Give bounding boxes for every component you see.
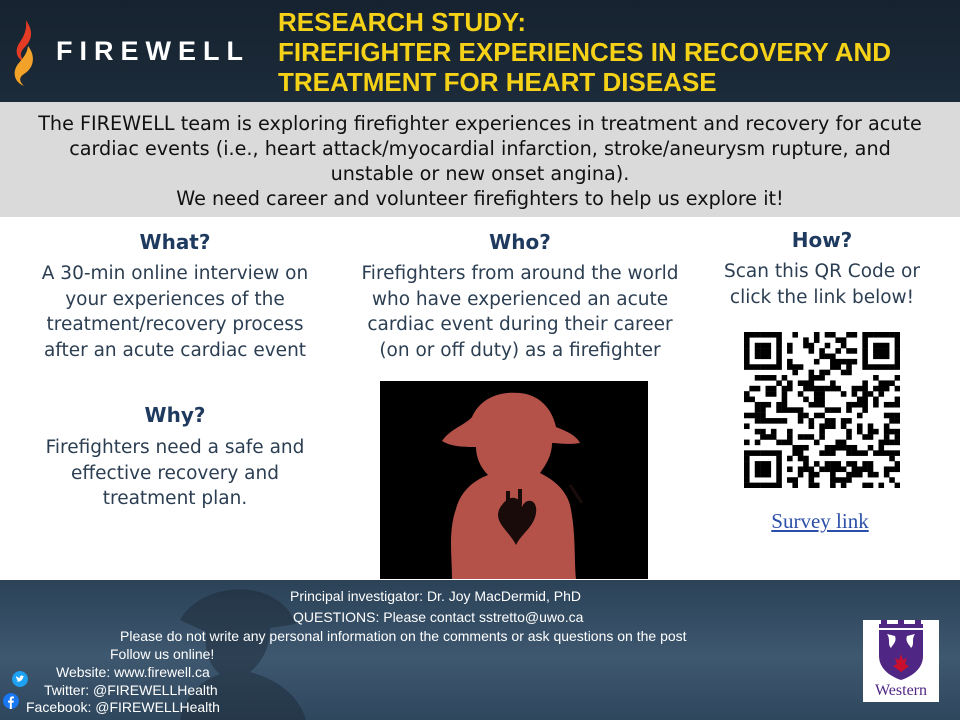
who-line: (on or off duty) as a firefighter	[379, 339, 661, 361]
who-line: Firefighters from around the world	[361, 263, 679, 284]
intro-line: The FIREWELL team is exploring firefight…	[38, 112, 922, 135]
western-wordmark: Western	[874, 682, 928, 699]
why-text: Firefighters need a safe and effective r…	[20, 435, 330, 512]
who-line: cardiac event during their career	[367, 314, 673, 335]
who-text: Firefighters from around the world who h…	[330, 261, 710, 363]
how-line: click the link below!	[729, 286, 915, 308]
firewell-logo-text: FIREWELL	[56, 36, 250, 66]
twitter-icon[interactable]	[12, 671, 28, 687]
how-text: Scan this QR Code or click the link belo…	[700, 259, 944, 310]
privacy-notice: Please do not write any personal informa…	[120, 628, 687, 644]
flame-logo-icon	[14, 20, 33, 86]
investigator-text: Principal investigator: Dr. Joy MacDermi…	[290, 588, 581, 604]
what-heading: What?	[139, 230, 211, 254]
title-line: FIREFIGHTER EXPERIENCES IN RECOVERY AND	[278, 37, 892, 67]
how-heading: How?	[791, 228, 853, 252]
intro-line: cardiac events (i.e., heart attack/myoca…	[69, 137, 891, 160]
western-crest-icon	[879, 620, 923, 680]
facebook-text: Facebook: @FIREWELLHealth	[26, 699, 220, 715]
facebook-icon[interactable]	[3, 693, 19, 709]
title-line: RESEARCH STUDY:	[278, 7, 526, 37]
firefighter-heart-image	[380, 381, 648, 579]
what-line: A 30-min online interview on	[41, 263, 309, 284]
intro-description: The FIREWELL team is exploring firefight…	[0, 102, 960, 217]
firefighter-silhouette-icon	[380, 381, 648, 579]
website-text: Website: www.firewell.ca	[56, 664, 210, 680]
western-university-logo: Western	[863, 620, 939, 702]
firefighter-background-icon	[180, 589, 306, 720]
twitter-text: Twitter: @FIREWELLHealth	[44, 682, 218, 698]
what-line: treatment/recovery process	[46, 314, 304, 335]
why-heading: Why?	[144, 403, 206, 427]
who-line: who have experienced an acute	[371, 288, 669, 310]
what-line: after an acute cardiac event	[43, 339, 307, 361]
header-banner: FIREWELL RESEARCH STUDY: FIREFIGHTER EXP…	[0, 0, 960, 102]
questions-text: QUESTIONS: Please contact sstretto@uwo.c…	[293, 609, 584, 625]
intro-line: unstable or new onset angina).	[330, 162, 630, 185]
why-line: treatment plan.	[102, 488, 248, 509]
qr-code-icon	[744, 332, 901, 489]
how-line: Scan this QR Code or	[724, 261, 920, 282]
why-line: Firefighters need a safe and	[45, 437, 305, 458]
survey-link[interactable]: Survey link	[771, 509, 869, 533]
what-text: A 30-min online interview on your experi…	[20, 261, 330, 363]
follow-us-text: Follow us online!	[110, 646, 215, 662]
title-line: TREATMENT FOR HEART DISEASE	[278, 67, 717, 97]
who-heading: Who?	[489, 230, 551, 254]
footer-banner: Principal investigator: Dr. Joy MacDermi…	[0, 580, 960, 720]
qr-code[interactable]	[744, 332, 901, 489]
what-line: your experiences of the	[65, 288, 285, 310]
page-title: RESEARCH STUDY: FIREFIGHTER EXPERIENCES …	[278, 7, 948, 97]
why-line: effective recovery and	[71, 462, 279, 484]
intro-line: We need career and volunteer firefighter…	[176, 187, 784, 210]
